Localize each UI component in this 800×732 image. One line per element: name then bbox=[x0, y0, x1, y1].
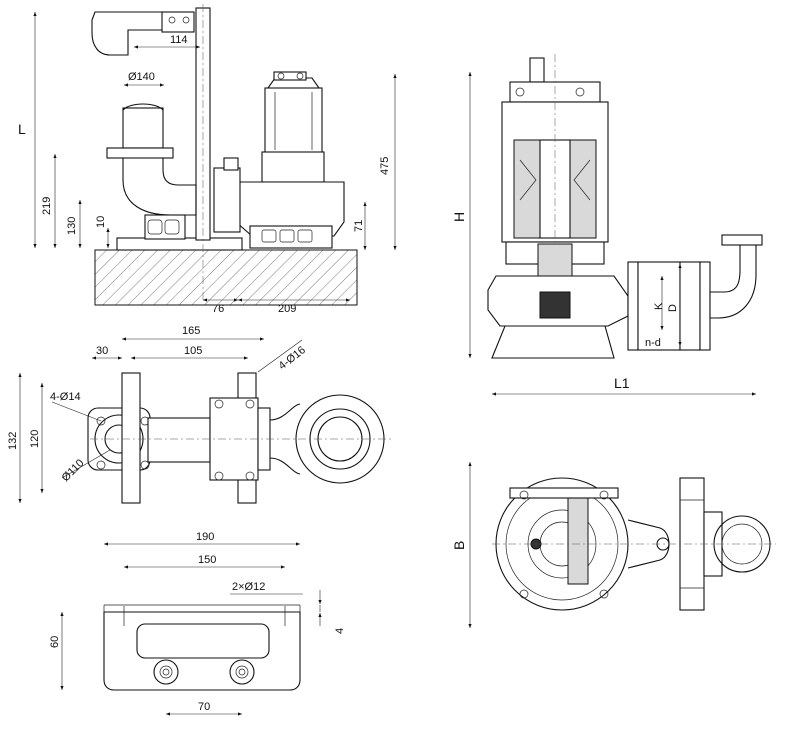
dim-4-phi16: 4-Ø16 bbox=[276, 344, 307, 372]
dim-105: 105 bbox=[184, 345, 202, 357]
dim-30: 30 bbox=[96, 345, 108, 357]
dim-L: L bbox=[18, 121, 26, 137]
dim-D: D bbox=[667, 304, 679, 312]
pump-stand bbox=[491, 325, 615, 359]
top-bracket bbox=[91, 11, 179, 56]
auto-coupling bbox=[213, 167, 241, 233]
dim-K: K bbox=[653, 302, 665, 310]
dim-H: H bbox=[451, 212, 467, 222]
coupling-plan-view: 165 30 105 4-Ø16 4-Ø14 132 120 Ø110 bbox=[7, 325, 392, 504]
dim-L1: L1 bbox=[614, 375, 630, 391]
dim-114: 114 bbox=[170, 34, 188, 46]
pump-side-view: H K D n-d L1 bbox=[451, 54, 763, 396]
pump-plan-view: B bbox=[451, 462, 776, 628]
dim-phi110: Ø110 bbox=[60, 457, 87, 484]
bracket-plan-view: 190 150 2×Ø12 60 4 70 bbox=[49, 531, 346, 716]
dim-120: 120 bbox=[29, 430, 41, 448]
dim-10: 10 bbox=[95, 216, 107, 228]
bracket-bolt-left bbox=[153, 659, 179, 685]
installation-elevation-view: 114 Ø140 L 219 130 10 475 71 76 209 bbox=[18, 4, 397, 315]
discharge-elbow bbox=[122, 158, 197, 216]
side-discharge-elbow bbox=[709, 244, 757, 319]
pump-motor bbox=[264, 87, 323, 154]
dim-150: 150 bbox=[198, 554, 216, 566]
dim-4-phi14: 4-Ø14 bbox=[50, 391, 81, 403]
dim-71: 71 bbox=[353, 220, 365, 232]
dim-165: 165 bbox=[182, 325, 200, 337]
base-plate bbox=[116, 237, 243, 251]
dim-475: 475 bbox=[379, 157, 391, 175]
foundation-slab bbox=[94, 249, 358, 306]
dim-60: 60 bbox=[49, 636, 61, 648]
dim-130: 130 bbox=[66, 217, 78, 235]
dim-190: 190 bbox=[196, 531, 214, 543]
label-n-d: n-d bbox=[645, 337, 661, 349]
dim-phi140: Ø140 bbox=[128, 71, 155, 83]
outlet-pipe bbox=[122, 107, 164, 149]
dim-B: B bbox=[451, 541, 467, 550]
bracket-bolt-right bbox=[229, 659, 255, 685]
bracket-plate bbox=[103, 611, 301, 691]
dim-76: 76 bbox=[212, 303, 224, 315]
dim-209: 209 bbox=[278, 303, 296, 315]
dim-2x-phi12: 2×Ø12 bbox=[232, 581, 265, 593]
dim-132: 132 bbox=[7, 432, 19, 450]
dim-219: 219 bbox=[41, 197, 53, 215]
dim-4: 4 bbox=[334, 628, 346, 634]
dim-70: 70 bbox=[198, 701, 210, 713]
outlet-flange bbox=[106, 147, 174, 159]
